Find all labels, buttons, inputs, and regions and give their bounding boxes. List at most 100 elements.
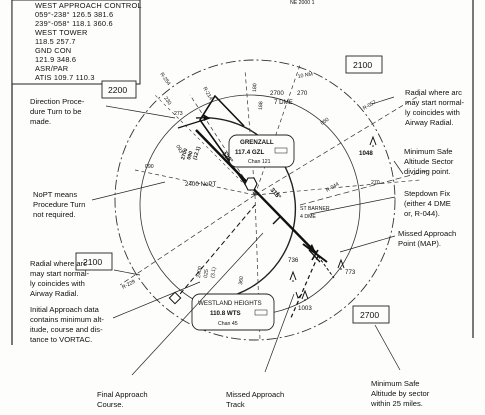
grenzall-navaid-box: GRENZALL 117.4 GZL Chan 121 xyxy=(228,134,295,168)
radial-r044-label: R-044 xyxy=(325,181,340,193)
annotation-direction-pt: Direction Proce- dure Turn to be made. xyxy=(30,97,85,126)
svg-text:Minimum Safe: Minimum Safe xyxy=(371,379,420,388)
annotation-leaders xyxy=(91,96,404,376)
svg-text:itude, course and dis-: itude, course and dis- xyxy=(30,325,103,334)
svg-text:within 25 miles.: within 25 miles. xyxy=(370,399,423,408)
freq-line-3: 239°-058° 118.1 360.6 xyxy=(35,19,113,28)
procedure-turn-path xyxy=(199,94,247,186)
iap-course2-label: 090 xyxy=(186,150,194,160)
radial-r214-line xyxy=(189,94,256,196)
final-approach-course xyxy=(195,129,317,254)
obstacle-1048-label: 1048 xyxy=(359,150,373,157)
radial-270-label: 270 xyxy=(371,180,380,186)
svg-text:Course.: Course. xyxy=(97,400,124,409)
iap-alt2-label: 2700 xyxy=(180,148,189,161)
initial-approach-course xyxy=(174,204,256,301)
svg-text:not required.: not required. xyxy=(33,210,76,219)
obstacle-773-icon xyxy=(337,258,345,270)
svg-text:Final Approach: Final Approach xyxy=(97,390,148,399)
radial-r214-label: R-214 xyxy=(201,86,213,101)
svg-text:Airway Radial.: Airway Radial. xyxy=(405,118,454,127)
frequency-box: WEST APPROACH CONTROL 059°-238° 126.5 38… xyxy=(11,0,142,85)
radial-050-label: 050 xyxy=(320,117,331,127)
freq-line-7: 121.9 348.6 xyxy=(35,55,76,64)
svg-text:ly coincides with: ly coincides with xyxy=(405,108,460,117)
annotation-radial-arc-left: Radial where arc may start normal- ly co… xyxy=(30,259,90,298)
radial-188-label: 188 xyxy=(258,101,264,110)
grenzall-name: GRENZALL xyxy=(240,139,274,146)
annotation-radial-arc-right: Radial where arc may start normal- ly co… xyxy=(405,88,465,127)
svg-text:may start normal-: may start normal- xyxy=(30,269,90,278)
svg-text:NoPT means: NoPT means xyxy=(33,190,77,199)
svg-text:2100: 2100 xyxy=(83,257,102,267)
missed-approach-mark xyxy=(295,291,303,299)
svg-text:ly coincides with: ly coincides with xyxy=(30,279,85,288)
final-course-arrow xyxy=(308,244,316,253)
freq-line-9: ATIS 109.7 110.3 xyxy=(35,73,95,82)
svg-text:Altitude by sector: Altitude by sector xyxy=(371,389,430,398)
svg-text:or, R-044).: or, R-044). xyxy=(404,209,440,218)
radial-10nm-line xyxy=(254,64,301,196)
svg-text:Point (MAP).: Point (MAP). xyxy=(398,239,441,248)
obstacle-736-label: 736 xyxy=(288,257,299,264)
westland-morse-icon xyxy=(254,309,268,316)
obstacle-773-label: 773 xyxy=(345,269,356,276)
msa-box-ne: 2100 xyxy=(345,55,383,74)
westland-name: WESTLAND HEIGHTS xyxy=(198,300,262,307)
feeder-circle xyxy=(139,94,361,316)
annotation-stepdown: Stepdown Fix (either 4 DME or, R-044). xyxy=(404,189,451,218)
missed-approach-track xyxy=(289,255,319,321)
iap-course-label: 025 xyxy=(203,269,210,279)
svg-text:contains minimum alt-: contains minimum alt- xyxy=(30,315,104,324)
msa-circle xyxy=(114,59,396,341)
freq-line-5: 118.5 257.7 xyxy=(35,37,76,46)
annotation-iap-data: Initial Approach data contains minimum a… xyxy=(30,305,104,344)
svg-text:Track: Track xyxy=(226,400,245,409)
annotation-missed-track: Missed Approach Track xyxy=(226,390,284,409)
svg-text:Radial where arc: Radial where arc xyxy=(405,88,462,97)
grenzall-vor-icon xyxy=(244,177,258,191)
nopt-altitude-label: 2400 NoPT xyxy=(185,181,217,188)
westland-freq: 110.8 WTS xyxy=(210,310,241,317)
msa-box-nw: 2200 xyxy=(101,80,137,99)
svg-text:Direction Proce-: Direction Proce- xyxy=(30,97,85,106)
svg-text:Minimum Safe: Minimum Safe xyxy=(404,147,453,156)
iap-dist-label: (3.1) xyxy=(210,267,217,279)
svg-text:(either 4 DME: (either 4 DME xyxy=(404,199,451,208)
svg-text:Missed Approach: Missed Approach xyxy=(398,229,456,238)
svg-text:2100: 2100 xyxy=(353,60,372,70)
annotation-msa-sector: Minimum Safe Altitude by sector within 2… xyxy=(370,379,430,408)
procedure-turn-arrow xyxy=(203,114,210,121)
stepdown-fix-mark xyxy=(272,215,282,225)
morse-code-icon xyxy=(274,147,288,154)
dme-arc xyxy=(195,116,296,301)
freq-line-8: ASR/PAR xyxy=(35,64,68,73)
initial-approach-fix-icon xyxy=(168,291,182,305)
fix-name-label: ST BARNER xyxy=(300,206,330,212)
obstacle-736-icon xyxy=(289,270,297,282)
freq-line-2: 059°-238° 126.5 381.6 xyxy=(35,10,113,19)
svg-text:tance to VORTAC.: tance to VORTAC. xyxy=(30,335,92,344)
svg-text:2700: 2700 xyxy=(360,310,379,320)
iap-alt-label: 2400 xyxy=(196,266,204,278)
westland-chan: Chan 45 xyxy=(218,321,238,327)
grenzall-chan: Chan 121 xyxy=(248,159,271,165)
radial-090-label: 090 xyxy=(145,164,154,170)
top-partial-text: NE 2000 1 xyxy=(290,0,315,6)
map-icon xyxy=(302,243,328,263)
radial-273-label: 273 xyxy=(174,111,183,117)
radial-180-label: 180 xyxy=(252,83,258,92)
svg-text:made.: made. xyxy=(30,117,51,126)
iap-dist2-label: (12.1) xyxy=(192,146,202,161)
svg-text:Missed Approach: Missed Approach xyxy=(226,390,284,399)
obstacle-1003-label: 1003 xyxy=(298,305,312,312)
arc-dme-label: 7 DME xyxy=(274,99,293,106)
freq-line-6: GND CON xyxy=(35,46,71,55)
msa-box-se: 2700 xyxy=(352,305,390,324)
arc-radial-label: 270 xyxy=(297,90,308,97)
radial-360-label: 360 xyxy=(238,276,245,286)
svg-text:Procedure Turn: Procedure Turn xyxy=(33,200,85,209)
missed-approach-stub xyxy=(317,255,335,279)
svg-text:Altitude Sector: Altitude Sector xyxy=(404,157,454,166)
